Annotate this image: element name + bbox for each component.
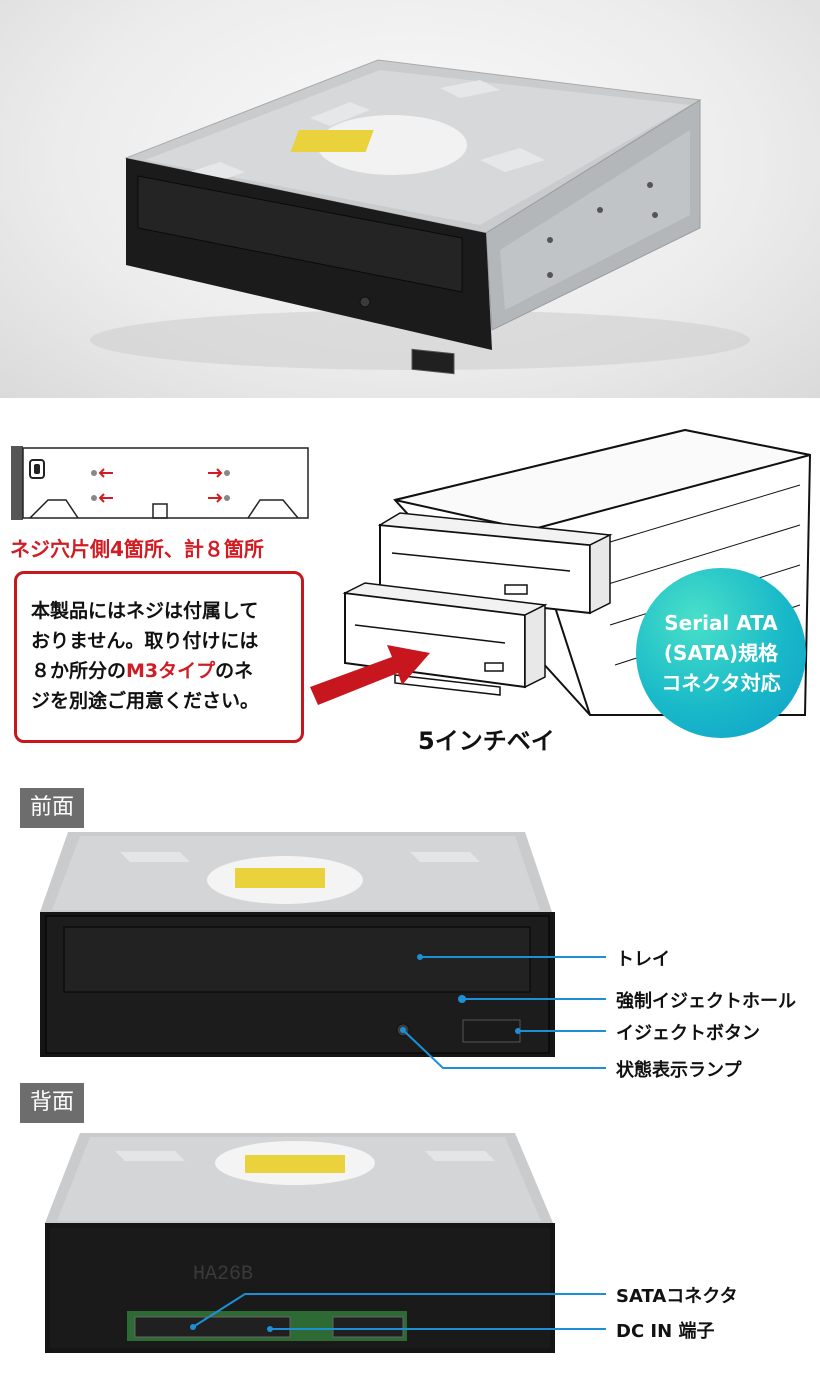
note-line-2: おりません。取り付けには — [31, 630, 259, 652]
callout-sata-connector: SATAコネクタ — [616, 1286, 738, 1307]
hero-product-photo — [0, 0, 820, 398]
back-section-tag: 背面 — [20, 1083, 85, 1123]
note-line-1: 本製品にはネジは付属して — [31, 600, 259, 622]
sata-badge: Serial ATA (SATA)規格 コネクタ対応 — [636, 568, 806, 738]
callout-eject-button: イジェクトボタン — [616, 1023, 760, 1044]
screw-note-box: 本製品にはネジは付属して おりません。取り付けには ８か所分のM3タイプのネ ジ… — [14, 571, 304, 743]
callout-status-lamp: 状態表示ランプ — [616, 1060, 742, 1081]
callout-dc-in: DC IN 端子 — [616, 1321, 715, 1342]
badge-line-1: Serial ATA — [664, 611, 778, 635]
five-inch-bay-label: 5インチベイ — [418, 727, 555, 755]
note-line-3b: のネ — [215, 660, 254, 682]
back-view-photo: HA26B — [45, 1133, 555, 1353]
optical-drive-illustration — [90, 59, 750, 375]
badge-line-2: (SATA)規格 — [663, 641, 779, 665]
note-line-3: ８か所分のM3タイプのネ — [31, 656, 287, 686]
screw-hole-caption: ネジ穴片側4箇所、計８箇所 — [10, 537, 264, 561]
screw-hole-diagram — [11, 446, 309, 520]
callout-emergency-eject: 強制イジェクトホール — [616, 991, 796, 1012]
m3-type-highlight: M3タイプ — [126, 660, 216, 682]
note-line-4: ジを別途ご用意ください。 — [31, 690, 260, 712]
front-view-photo — [40, 832, 555, 1057]
callout-tray: トレイ — [616, 949, 670, 970]
front-section-tag: 前面 — [20, 788, 85, 828]
model-print: HA26B — [193, 1263, 253, 1286]
note-line-3a: ８か所分の — [31, 660, 127, 682]
badge-line-3: コネクタ対応 — [661, 671, 781, 695]
